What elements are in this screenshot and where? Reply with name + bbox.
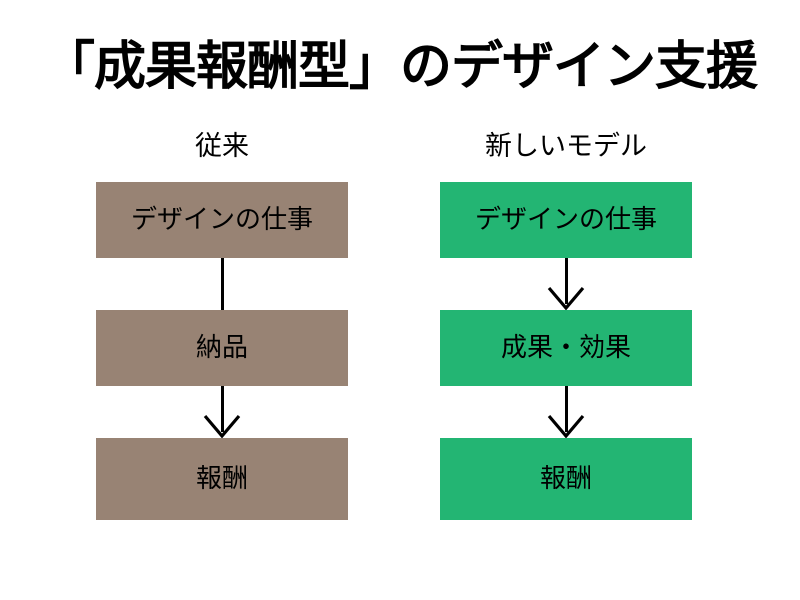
- flow-step-label: 納品: [195, 333, 248, 363]
- arrow-down-icon: [203, 414, 241, 438]
- arrow-down-icon: [547, 414, 585, 438]
- connector-stem: [220, 386, 224, 432]
- connector-stem: [564, 258, 568, 304]
- flow-step-label: 成果・効果: [500, 333, 631, 363]
- flow-connector-arrow: [440, 258, 692, 310]
- column-new-model: 新しいモデル デザインの仕事 成果・効果: [426, 130, 706, 520]
- arrow-down-icon: [547, 286, 585, 310]
- flow-conventional: デザインの仕事 納品 報酬: [82, 182, 362, 520]
- flow-step-label: 報酬: [195, 464, 248, 494]
- flow-new-model: デザインの仕事 成果・効果: [426, 182, 706, 520]
- flow-step-label: 報酬: [539, 464, 592, 494]
- flow-step-box[interactable]: 納品: [96, 310, 348, 386]
- flow-step-box[interactable]: 報酬: [96, 438, 348, 520]
- flow-step-label: デザインの仕事: [474, 205, 657, 235]
- column-conventional: 従来 デザインの仕事 納品 報酬: [82, 130, 362, 520]
- column-header-conventional: 従来: [195, 131, 249, 162]
- connector-stem: [564, 386, 568, 432]
- page-title: 「成果報酬型」のデザイン支援: [42, 37, 758, 97]
- flow-connector-arrow: [96, 386, 348, 438]
- flow-step-box[interactable]: デザインの仕事: [440, 182, 692, 258]
- flow-step-box[interactable]: 成果・効果: [440, 310, 692, 386]
- flow-step-box[interactable]: 報酬: [440, 438, 692, 520]
- flow-step-label: デザインの仕事: [130, 205, 313, 235]
- flow-step-box[interactable]: デザインの仕事: [96, 182, 348, 258]
- flow-connector-line: [96, 258, 348, 310]
- connector-stem: [220, 258, 224, 310]
- column-header-new-model: 新しいモデル: [485, 131, 647, 162]
- flow-connector-arrow: [440, 386, 692, 438]
